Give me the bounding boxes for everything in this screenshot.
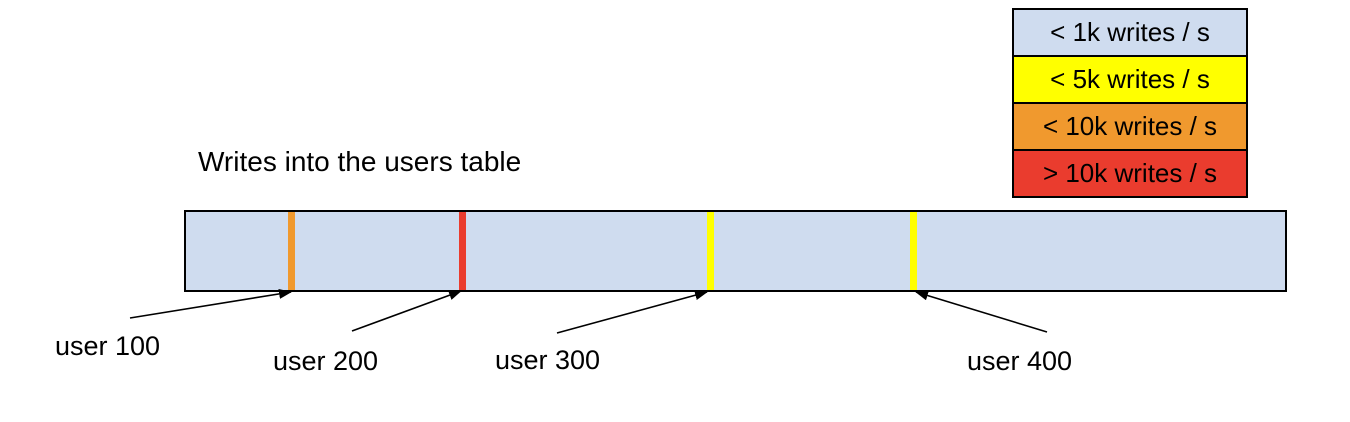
write-hotspot-marker-user-400 bbox=[909, 212, 917, 290]
user-label-300: user 300 bbox=[495, 345, 601, 375]
legend-item-label: < 5k writes / s bbox=[1050, 64, 1210, 94]
diagram-title: Writes into the users table bbox=[198, 146, 522, 177]
arrow-user-300 bbox=[556, 290, 708, 334]
legend-item-label: > 10k writes / s bbox=[1042, 158, 1218, 188]
legend-item-gt-10k: > 10k writes / s bbox=[1012, 149, 1248, 198]
legend: < 1k writes / s < 5k writes / s < 10k wr… bbox=[1012, 8, 1248, 198]
legend-item-label: < 1k writes / s bbox=[1050, 17, 1210, 47]
legend-item-lt-1k: < 1k writes / s bbox=[1012, 8, 1248, 57]
write-hotspot-marker-user-300 bbox=[706, 212, 714, 290]
legend-item-lt-5k: < 5k writes / s bbox=[1012, 55, 1248, 104]
user-label-100: user 100 bbox=[55, 331, 161, 361]
legend-item-lt-10k: < 10k writes / s bbox=[1012, 102, 1248, 151]
user-label-200: user 200 bbox=[273, 346, 379, 376]
users-table-key-range-bar bbox=[184, 210, 1287, 292]
arrow-user-400 bbox=[915, 290, 1048, 333]
write-hotspot-marker-user-100 bbox=[287, 212, 295, 290]
write-hotspot-marker-user-200 bbox=[458, 212, 466, 290]
arrow-user-100 bbox=[129, 288, 292, 319]
user-label-400: user 400 bbox=[967, 346, 1073, 376]
legend-item-label: < 10k writes / s bbox=[1042, 111, 1218, 141]
arrow-user-200 bbox=[351, 290, 462, 332]
